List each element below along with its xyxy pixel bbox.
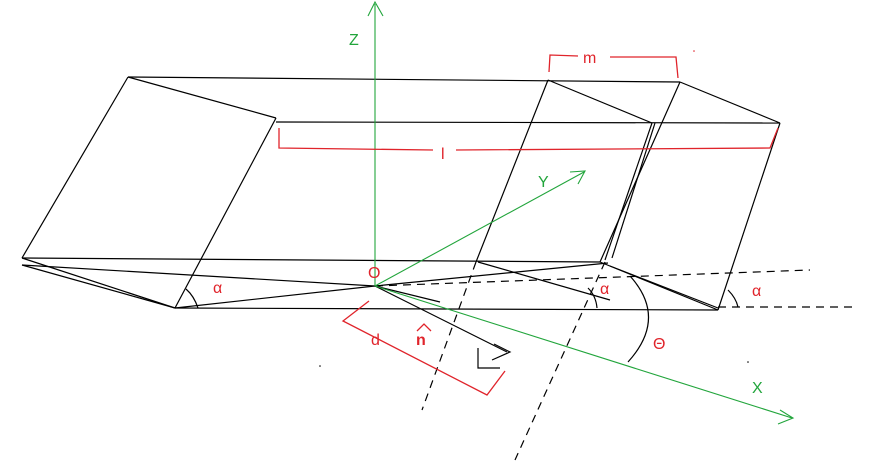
top-right-edge: [679, 81, 781, 124]
stray-dot: [319, 365, 321, 367]
diagonal-back-right: [477, 261, 611, 301]
diagonal-origin-to-right: [374, 262, 609, 287]
left-back-vertical-edge: [21, 76, 129, 259]
dimension-m-bracket-right: [610, 56, 679, 79]
x-axis-arrowhead: [777, 409, 795, 425]
labels: Z Y X O l m d n α α α Θ: [213, 32, 763, 397]
section-1-front-edge: [604, 122, 653, 261]
length-l-label: l: [441, 146, 445, 163]
slab-outline: [21, 76, 781, 353]
origin-ray-short: [374, 285, 441, 303]
left-front-vertical-edge: [174, 117, 277, 309]
section-1-top-edge: [547, 79, 653, 124]
alpha-label-right: α: [752, 283, 761, 300]
diagonal-front-left: [174, 285, 376, 309]
angle-arcs: [185, 275, 739, 363]
origin-label: O: [368, 265, 380, 282]
axes: [367, 0, 795, 425]
alpha-label-left: α: [213, 280, 222, 297]
right-front-vertical-edge: [717, 122, 781, 311]
strike-line-upper: [374, 269, 811, 287]
bottom-back-edge: [21, 257, 601, 263]
dimension-d-bracket: [341, 300, 506, 396]
bottom-left-edge-a: [21, 257, 176, 309]
alpha-arc-left: [185, 288, 199, 309]
theta-arc: [627, 275, 650, 363]
z-axis-label: Z: [349, 32, 359, 49]
y-axis-label: Y: [538, 174, 549, 191]
plane-trace-1: [421, 261, 477, 411]
diagonal-left-to-origin: [21, 264, 376, 287]
dimension-l-bracket-left: [278, 128, 434, 151]
normal-line: [374, 285, 508, 353]
inner-sliver-edge: [611, 122, 656, 259]
stray-dot: [747, 361, 749, 363]
distance-d-label: d: [371, 332, 380, 349]
n-hat-accent: [416, 323, 432, 332]
right-angle-mark: [477, 348, 500, 369]
alpha-arc-right: [727, 289, 739, 308]
dimension-m-bracket-left: [548, 54, 579, 73]
stray-marks: [319, 50, 749, 367]
theta-label: Θ: [653, 336, 665, 353]
section-1-back-edge: [475, 79, 549, 263]
length-m-label: m: [583, 50, 596, 67]
bottom-left-edge-b: [21, 264, 176, 309]
y-axis: [374, 171, 585, 287]
dimensions: [278, 54, 779, 396]
top-front-edge: [275, 121, 781, 124]
dimension-l-bracket-right: [455, 127, 779, 151]
normal-n-hat-label: n: [416, 332, 426, 349]
y-axis-arrowhead: [569, 170, 586, 185]
x-axis-label: X: [752, 380, 763, 397]
alpha-arc-middle: [587, 287, 598, 309]
normal-vector: [477, 343, 512, 369]
bottom-right-edge-b: [609, 265, 719, 309]
stray-dot: [693, 50, 695, 52]
alpha-label-middle: α: [600, 281, 609, 298]
normal-arrowhead: [491, 343, 512, 361]
dashed-lines: [374, 261, 855, 461]
z-axis-arrowhead: [367, 0, 384, 17]
top-left-edge: [127, 76, 277, 119]
x-axis: [374, 285, 793, 419]
top-back-edge: [127, 76, 681, 83]
